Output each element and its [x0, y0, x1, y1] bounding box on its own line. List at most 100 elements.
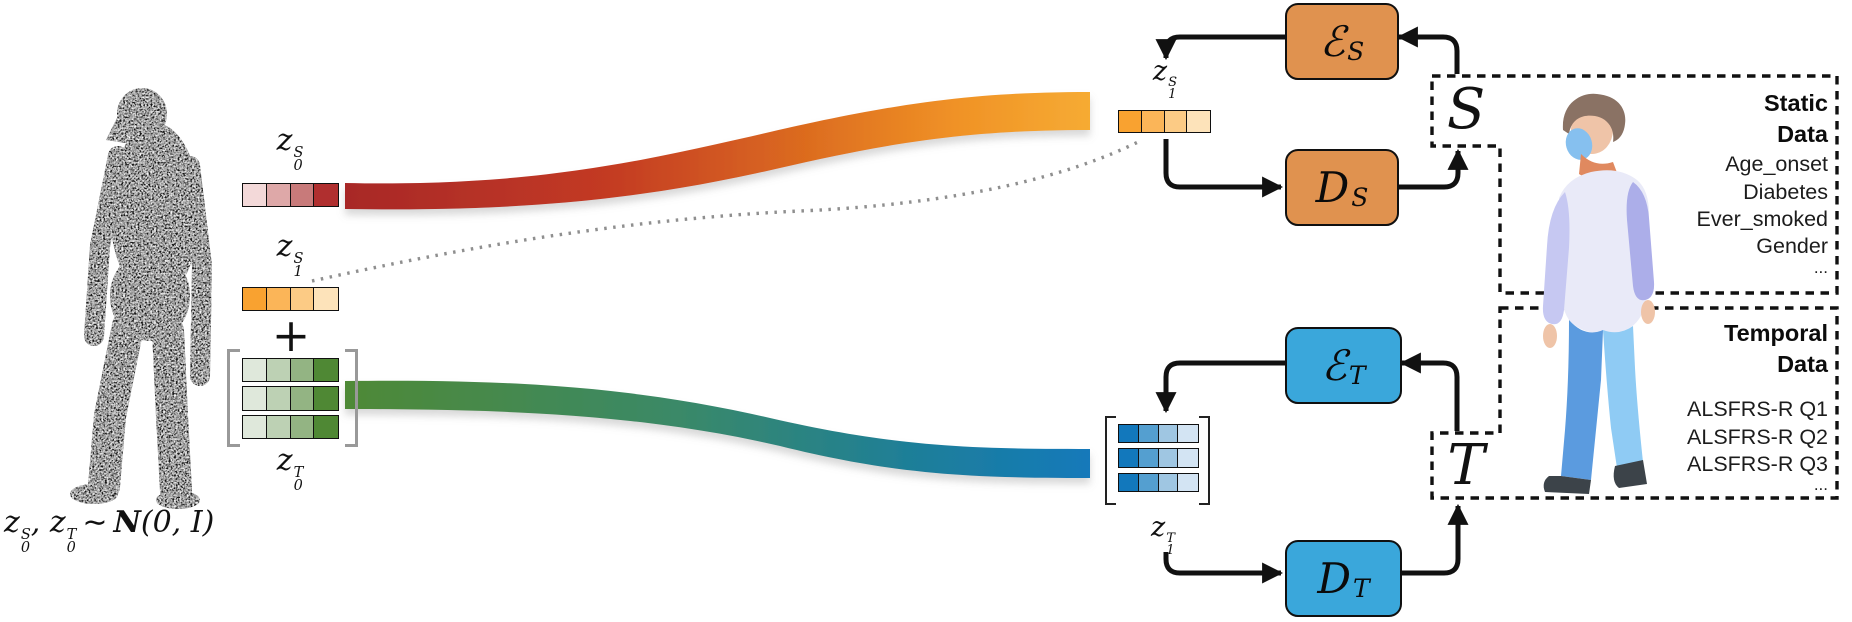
- temporal-data-title-line2: Data: [1777, 350, 1828, 377]
- matrix-bracket-left: [227, 349, 240, 447]
- static-region-tag: S: [1446, 77, 1486, 142]
- temporal-data-ellipsis: ...: [1813, 475, 1828, 495]
- arrow-decoder-t-to-t: [1400, 503, 1469, 576]
- vector-cell: [265, 287, 292, 312]
- vector-cell: [265, 183, 292, 208]
- matrix-cell: [313, 414, 339, 440]
- z1T-matrix: [1118, 424, 1199, 493]
- matrix-cell: [289, 358, 315, 383]
- matrix-cell: [1157, 472, 1179, 493]
- encoder-glyph: ℰ: [1319, 16, 1346, 66]
- matrix-bracket-right: [345, 349, 358, 447]
- vector-cell: [1118, 110, 1143, 134]
- matrix-cell: [265, 414, 292, 440]
- distributed-as-symbol: ∼: [82, 505, 108, 540]
- temporal-region-tag: T: [1447, 433, 1485, 498]
- arrow-z1s-to-decoder-s: [1163, 139, 1284, 198]
- arrow-encoder-s-to-z1s: [1155, 34, 1285, 61]
- temporal-flow-ribbon: [345, 380, 1090, 478]
- static-data-item: Gender: [1756, 234, 1828, 259]
- arrow-s-to-encoder-s: [1396, 26, 1460, 74]
- temporal-data-block: Temporal Data ALSFRS-R Q1 ALSFRS-R Q2 AL…: [1560, 318, 1828, 495]
- matrix-cell: [1157, 448, 1179, 468]
- static-data-title-line1: Static: [1764, 90, 1828, 116]
- vector-cell: [1163, 110, 1188, 134]
- arrow-decoder-s-to-s: [1396, 148, 1469, 190]
- dotted-trajectory: [311, 139, 1141, 283]
- matrix-cell: [289, 386, 315, 411]
- matrix-row: [1118, 424, 1199, 444]
- arrow-encoder-t-to-z1t: [1155, 360, 1285, 414]
- matrix-cell: [242, 386, 268, 411]
- matrix-cell: [289, 414, 315, 440]
- encoder-subscript: T: [1348, 361, 1366, 390]
- arrow-t-to-encoder-t: [1399, 352, 1460, 431]
- vector-cell: [289, 183, 315, 208]
- temporal-data-title-line1: Temporal: [1723, 320, 1828, 346]
- z0S-vector: [242, 183, 339, 208]
- matrix-row: [242, 358, 339, 383]
- vector-cell: [242, 183, 268, 208]
- z0T-matrix: [242, 358, 339, 440]
- matrix-bracket-right: [1199, 416, 1210, 505]
- matrix-cell: [242, 414, 268, 440]
- decoder-glyph: D: [1317, 553, 1351, 603]
- matrix-cell: [313, 358, 339, 383]
- matrix-cell: [1177, 448, 1199, 468]
- vector-cell: [242, 287, 268, 312]
- temporal-data-item: ALSFRS-R Q1: [1687, 397, 1828, 422]
- plus-sign: +: [271, 308, 311, 362]
- static-flow-ribbon: [345, 92, 1090, 210]
- distribution-args: (0, I): [140, 505, 215, 540]
- matrix-cell: [1118, 472, 1140, 493]
- vector-cell: [1186, 110, 1211, 134]
- temporal-data-item: ALSFRS-R Q3: [1687, 451, 1828, 476]
- decoder-subscript: T: [1353, 574, 1370, 603]
- matrix-bracket-left: [1105, 416, 1116, 505]
- z1S-left-vector: [242, 287, 339, 312]
- matrix-cell: [1137, 424, 1160, 444]
- static-data-item: Age_onset: [1725, 152, 1828, 177]
- encoder-glyph: ℰ: [1321, 340, 1347, 390]
- matrix-cell: [1177, 472, 1199, 493]
- matrix-row: [242, 386, 339, 411]
- matrix-cell: [313, 386, 339, 411]
- decoder-subscript: S: [1351, 183, 1369, 212]
- vector-cell: [313, 183, 339, 208]
- static-data-item: Diabetes: [1743, 179, 1828, 204]
- matrix-cell: [242, 358, 268, 383]
- matrix-cell: [1118, 448, 1140, 468]
- encoder-subscript: S: [1347, 37, 1365, 66]
- static-data-block: Static Data Age_onset Diabetes Ever_smok…: [1560, 88, 1828, 277]
- matrix-cell: [1118, 424, 1140, 444]
- static-data-title-line2: Data: [1777, 120, 1828, 147]
- temporal-data-item: ALSFRS-R Q2: [1687, 424, 1828, 449]
- matrix-cell: [1137, 472, 1160, 493]
- matrix-row: [1118, 448, 1199, 468]
- matrix-cell: [1177, 424, 1199, 444]
- decoder-glyph: D: [1315, 162, 1350, 212]
- patient-right-hand: [1543, 324, 1557, 348]
- z1S-center-vector: [1118, 110, 1211, 134]
- vector-cell: [313, 287, 339, 312]
- matrix-cell: [265, 386, 292, 411]
- normal-distribution-symbol: N: [113, 505, 141, 540]
- matrix-row: [1118, 472, 1199, 493]
- noise-silhouette: [70, 88, 213, 509]
- vector-cell: [1140, 110, 1166, 134]
- matrix-cell: [1137, 448, 1160, 468]
- static-data-ellipsis: ...: [1813, 257, 1828, 277]
- matrix-row: [242, 414, 339, 440]
- static-data-item: Ever_smoked: [1696, 206, 1828, 231]
